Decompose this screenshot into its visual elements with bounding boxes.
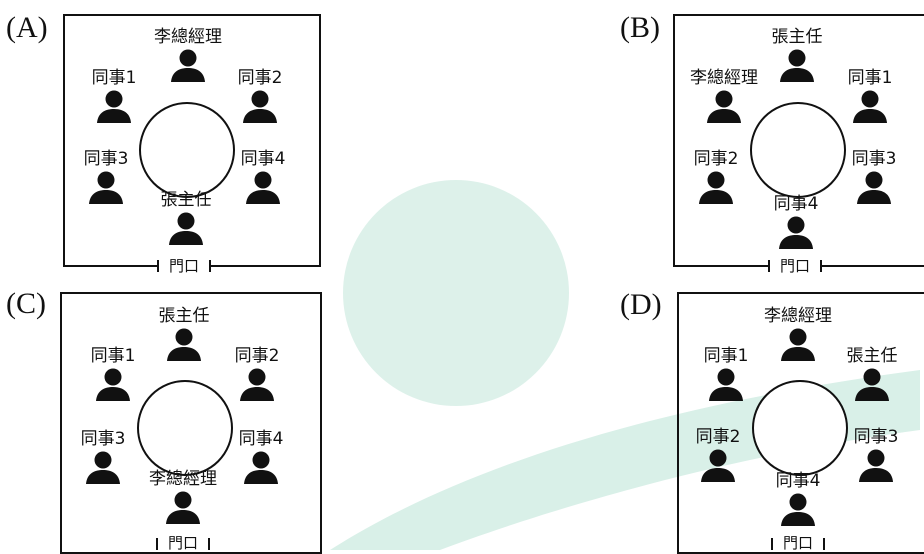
seat-lower-left: 同事3: [48, 429, 158, 485]
round-table: [750, 102, 846, 198]
seat-upper-right: 同事2: [202, 346, 312, 402]
seat-name: 同事3: [83, 149, 129, 169]
seat-name: 同事3: [851, 149, 897, 169]
door-label: 門口: [775, 258, 815, 274]
person-icon: [96, 90, 132, 124]
person-icon: [85, 451, 121, 485]
person-icon: [856, 171, 892, 205]
person-icon: [698, 171, 734, 205]
person-icon: [778, 216, 814, 250]
seat-bottom: 張主任: [131, 190, 241, 246]
seat-name: 同事3: [80, 429, 126, 449]
seat-name: 同事2: [237, 68, 283, 88]
option-label-d: (D): [620, 288, 662, 321]
seat-lower-right: 同事4: [208, 149, 318, 205]
person-icon: [242, 90, 278, 124]
seat-name: 同事4: [238, 429, 284, 449]
door-label: 門口: [778, 535, 818, 551]
seat-name: 同事1: [90, 346, 136, 366]
seat-upper-right: 同事2: [205, 68, 315, 124]
seat-name: 同事4: [240, 149, 286, 169]
seat-bottom: 同事4: [741, 194, 851, 250]
door-tick: [157, 260, 159, 272]
door-tick: [768, 260, 770, 272]
door-tick: [771, 538, 773, 550]
seat-name: 張主任: [771, 27, 823, 47]
person-icon: [858, 449, 894, 483]
person-icon: [852, 90, 888, 124]
round-table: [752, 380, 848, 476]
seat-name: 李總經理: [154, 27, 222, 47]
seat-top: 張主任: [742, 27, 852, 83]
seat-lower-right: 同事4: [206, 429, 316, 485]
seat-upper-left: 同事1: [59, 68, 169, 124]
option-label-a: (A): [6, 11, 48, 44]
seat-name: 同事2: [234, 346, 280, 366]
round-table: [139, 102, 235, 198]
seat-name: 同事1: [703, 346, 749, 366]
door-tick: [823, 538, 825, 550]
door-tick: [156, 538, 158, 550]
door-tick: [820, 260, 822, 272]
person-icon: [243, 451, 279, 485]
seat-lower-left: 同事3: [51, 149, 161, 205]
seat-upper-left: 同事1: [671, 346, 781, 402]
seat-name: 張主任: [160, 190, 212, 210]
seat-lower-right: 同事3: [819, 149, 924, 205]
seat-name: 同事4: [773, 194, 819, 214]
person-icon: [700, 449, 736, 483]
seat-name: 張主任: [158, 306, 210, 326]
seat-name: 同事1: [91, 68, 137, 88]
seat-bottom: 同事4: [743, 471, 853, 527]
seat-lower-left: 同事2: [661, 149, 771, 205]
seat-upper-right: 同事1: [815, 68, 924, 124]
seat-top: 李總經理: [133, 27, 243, 83]
person-icon: [706, 90, 742, 124]
seat-name: 李總經理: [690, 68, 758, 88]
seat-name: 張主任: [846, 346, 898, 366]
person-icon: [166, 328, 202, 362]
door-label: 門口: [163, 535, 203, 551]
door-tick: [209, 260, 211, 272]
person-icon: [779, 49, 815, 83]
person-icon: [245, 171, 281, 205]
person-icon: [168, 212, 204, 246]
person-icon: [854, 368, 890, 402]
door-tick: [208, 538, 210, 550]
seat-name: 同事1: [847, 68, 893, 88]
seat-top: 張主任: [129, 306, 239, 362]
seat-name: 同事2: [695, 427, 741, 447]
seat-lower-left: 同事2: [663, 427, 773, 483]
round-table: [137, 380, 233, 476]
watermark-circle: [343, 180, 569, 406]
seat-top: 李總經理: [743, 306, 853, 362]
person-icon: [780, 328, 816, 362]
seat-bottom: 李總經理: [128, 469, 238, 525]
person-icon: [708, 368, 744, 402]
seat-lower-right: 同事3: [821, 427, 924, 483]
person-icon: [239, 368, 275, 402]
door-label: 門口: [164, 258, 204, 274]
person-icon: [88, 171, 124, 205]
seat-name: 同事4: [775, 471, 821, 491]
seat-upper-left: 李總經理: [669, 68, 779, 124]
seat-upper-left: 同事1: [58, 346, 168, 402]
seat-name: 李總經理: [764, 306, 832, 326]
seat-name: 李總經理: [149, 469, 217, 489]
person-icon: [165, 491, 201, 525]
seat-name: 同事3: [853, 427, 899, 447]
person-icon: [780, 493, 816, 527]
seat-name: 同事2: [693, 149, 739, 169]
person-icon: [95, 368, 131, 402]
seat-upper-right: 張主任: [817, 346, 924, 402]
option-label-b: (B): [620, 11, 660, 44]
person-icon: [170, 49, 206, 83]
option-label-c: (C): [6, 287, 46, 320]
